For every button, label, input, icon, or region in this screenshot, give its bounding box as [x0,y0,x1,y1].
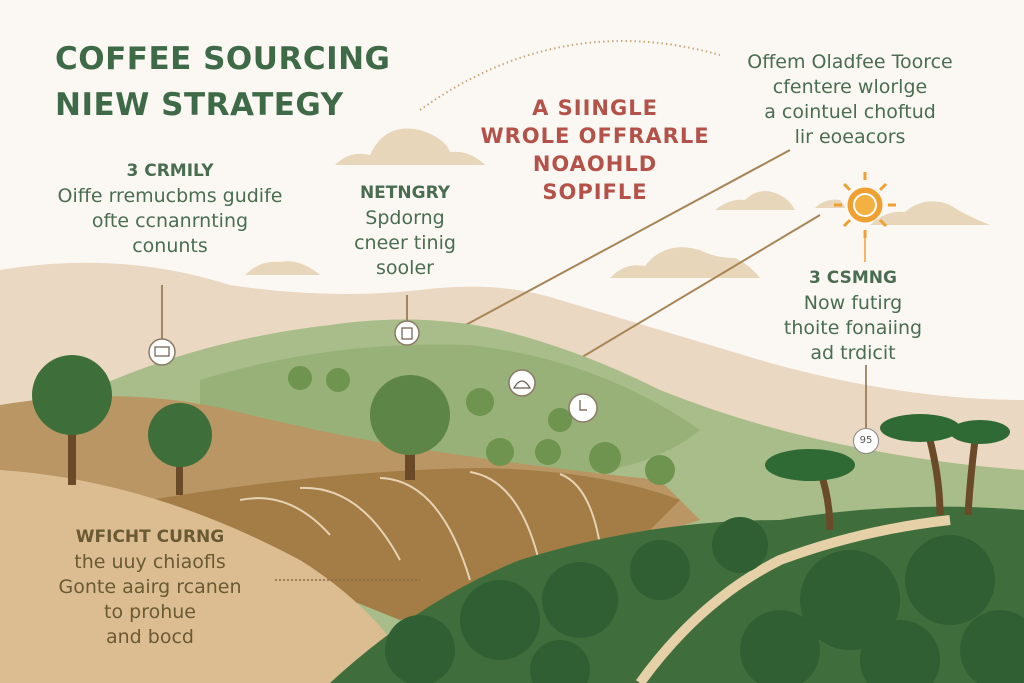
right-callout: 3 CSMNG Now futirg thoite fonaiing ad tr… [783,265,923,366]
highlight-line: WROLE OFFRARLE [480,124,710,148]
field-furrows [239,471,601,581]
bottom-left-line: Gonte aairg rcanen [58,576,242,598]
bottom-left-heading: WFICHT CURNG [75,527,225,547]
middle-callout-line: cneer tinig [354,232,456,254]
field-icon [148,338,176,366]
highlight-line: A SIINGLE [532,96,658,120]
icon-glyphs [154,327,587,411]
clouds [100,128,990,308]
bottom-left-line: the uuy chiaofls [74,551,226,573]
value-badge: 95 [853,428,879,454]
callout-stems [161,285,867,581]
right-callout-line: ad trdicit [810,342,896,364]
middle-callout-heading: NETNGRY [359,183,451,203]
sun-icon [834,172,896,262]
highlight-callout: A SIINGLE WROLE OFFRARLE NOAOHLD SOPIFLE [480,94,710,206]
highlight-line: SOPIFLE [542,180,648,204]
bottom-left-line: and bocd [106,626,194,648]
middle-callout: NETNGRY Spdorng cneer tinig sooler [335,180,475,281]
right-callout-line: thoite fonaiing [783,317,923,339]
hill-icon [508,369,536,397]
middle-callout-line: sooler [376,257,434,279]
page-title: COFFEE SOURCING NIEW STRATEGY [55,36,391,128]
foreground-sand [0,470,420,683]
jar-icon [394,320,420,346]
title-line-1: COFFEE SOURCING [55,41,391,77]
left-callout: 3 CRMILY Oiffe rremucbms gudife ofte ccn… [40,158,300,259]
coffee-bushes [385,517,1024,683]
left-callout-line: conunts [132,235,208,257]
trees [32,355,1010,531]
middle-callout-line: Spdorng [365,207,445,229]
top-right-callout: Offem Oladfee Toorce cfentere wlorlge a … [730,50,970,150]
bottom-left-line: to prohue [104,601,196,623]
dirt-path [635,515,951,683]
highlight-line: NOAOHLD [532,152,658,176]
left-callout-line: ofte ccnanrnting [91,210,249,232]
bottom-left-callout: WFICHT CURNG the uuy chiaofls Gonte aair… [40,524,260,650]
left-callout-line: Oiffe rremucbms gudife [57,185,283,207]
right-callout-line: Now futirg [803,292,903,314]
left-callout-heading: 3 CRMILY [126,161,214,181]
clock-icon [568,393,598,423]
right-callout-heading: 3 CSMNG [809,268,897,288]
top-right-line: a cointuel choftud [764,101,936,123]
top-right-line: Offem Oladfee Toorce [747,51,953,73]
top-right-line: cfentere wlorlge [772,76,928,98]
plowed-field [150,468,680,620]
title-line-2: NIEW STRATEGY [55,87,344,123]
top-right-line: lir eoeacors [794,126,906,148]
